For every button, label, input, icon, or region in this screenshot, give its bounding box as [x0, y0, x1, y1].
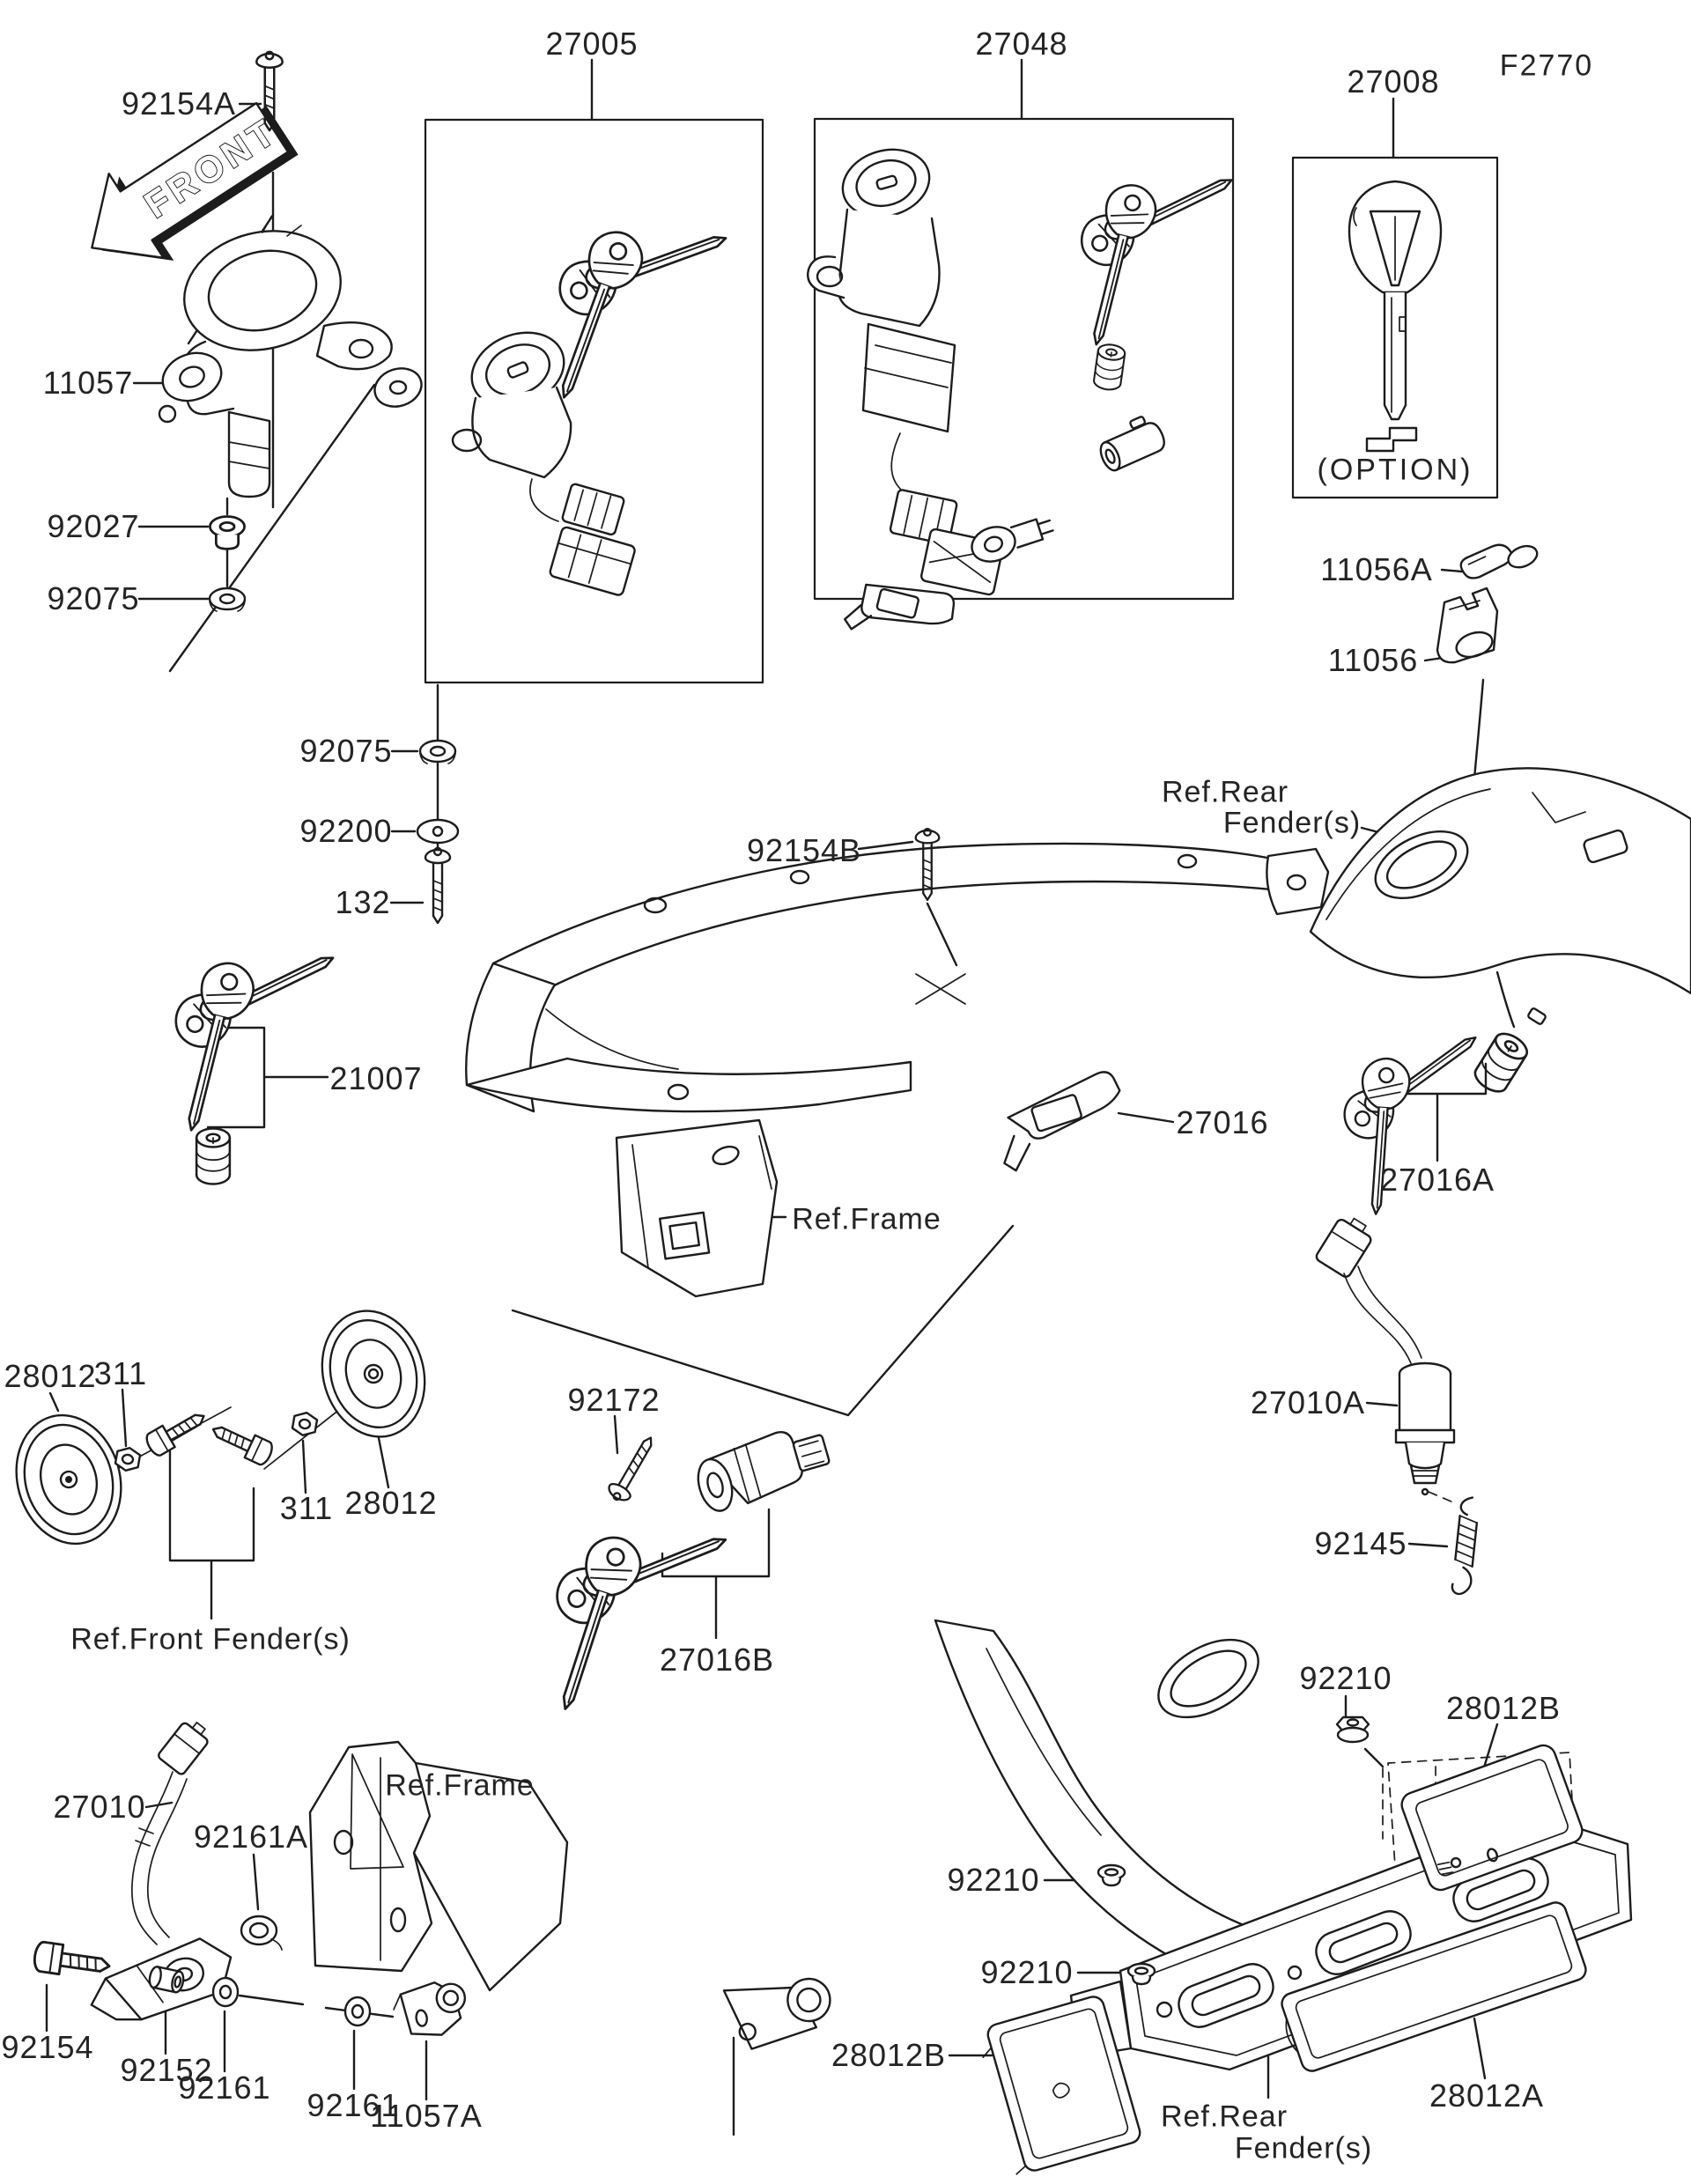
- part-label-311: 311: [279, 1490, 334, 1526]
- ref-label: Ref.Front Fender(s): [70, 1622, 351, 1656]
- reflector-28012b-top: [1400, 1744, 1584, 1892]
- part-label-27048: 27048: [975, 26, 1068, 62]
- part-label-27010: 27010: [53, 1789, 146, 1825]
- key-lock-27016a: [1329, 1007, 1547, 1220]
- blank-key-27008: [1348, 180, 1443, 453]
- part-label-92075: 92075: [299, 733, 393, 769]
- group-box-27008: [1291, 156, 1499, 499]
- part-label-27005: 27005: [545, 26, 639, 62]
- ignition-switch-assy-27005: [416, 181, 743, 925]
- part-label-92154: 92154: [1, 2029, 94, 2065]
- latch-27016: [1003, 1071, 1121, 1172]
- switch-27010a: [1315, 1217, 1481, 1597]
- part-label-11056a: 11056A: [1320, 551, 1433, 587]
- part-label-92200: 92200: [299, 813, 393, 849]
- part-label-28012b: 28012B: [831, 2037, 947, 2073]
- part-label-92152: 92152: [120, 2052, 213, 2088]
- part-label-28012b: 28012B: [1445, 1690, 1562, 1726]
- part-label-92210: 92210: [1299, 1660, 1392, 1696]
- part-label-92161: 92161: [178, 2070, 271, 2106]
- ref-label: Ref.Rear: [1160, 2099, 1289, 2134]
- part-label-21007: 21007: [329, 1060, 423, 1096]
- part-label-27016: 27016: [1176, 1104, 1269, 1140]
- part-label-92145: 92145: [1314, 1525, 1407, 1561]
- ref-label: Fender(s): [1234, 2131, 1373, 2166]
- front-reflector-group: [0, 1297, 440, 1558]
- ignition-switch-assy-27048: [807, 140, 1246, 631]
- bracket-piece: [722, 1977, 831, 2050]
- part-label-11057a: 11057A: [370, 2098, 483, 2134]
- part-label-27010a: 27010A: [1250, 1384, 1366, 1420]
- ref-label: Ref.Frame: [385, 1768, 535, 1803]
- rear-frame: [465, 828, 1330, 1298]
- lock-clip-11056a: [1459, 543, 1539, 579]
- frame-bottom: [308, 1740, 569, 1992]
- lock-bracket-11056: [1436, 587, 1499, 664]
- part-label-92154a: 92154A: [121, 85, 237, 122]
- part-label-92210: 92210: [947, 1862, 1040, 1898]
- part-label-27016b: 27016B: [659, 1642, 775, 1678]
- reflector-28012a: [1281, 1901, 1587, 2072]
- part-label-28012: 28012: [344, 1485, 438, 1521]
- rear-fender-top: [1309, 767, 1691, 995]
- part-label-132: 132: [335, 884, 391, 920]
- helmet-lock-27016b: [527, 1430, 831, 1738]
- ref-label: Fender(s): [1222, 806, 1362, 840]
- part-label-28012: 28012: [4, 1358, 97, 1394]
- reflector-28012b-bottom: [982, 1996, 1141, 2175]
- part-label-27008: 27008: [1347, 63, 1440, 100]
- part-label-11057: 11057: [42, 365, 134, 401]
- part-label-92161: 92161: [306, 2087, 400, 2123]
- part-label-27016a: 27016A: [1379, 1162, 1495, 1198]
- ref-label: Ref.Rear: [1161, 775, 1289, 809]
- part-label-92027: 92027: [47, 508, 140, 544]
- part-label-92075: 92075: [47, 580, 140, 616]
- group-box-27048: [813, 117, 1235, 601]
- part-label-92210: 92210: [980, 1954, 1074, 1990]
- option-note: (OPTION): [1317, 453, 1473, 487]
- part-label-92161a: 92161A: [193, 1819, 309, 1855]
- part-label-92154b: 92154B: [746, 832, 862, 868]
- part-label-92172: 92172: [567, 1382, 661, 1418]
- part-label-11056: 11056: [1327, 642, 1419, 678]
- switch-cable-27010: [31, 1722, 467, 2036]
- figure-code: F2770: [1499, 48, 1594, 83]
- part-label-311: 311: [93, 1355, 148, 1391]
- ref-label: Ref.Frame: [792, 1202, 941, 1236]
- part-label-28012a: 28012A: [1429, 2077, 1545, 2114]
- ignition-switch-mount-11057: [158, 50, 423, 613]
- group-box-27005: [424, 118, 764, 684]
